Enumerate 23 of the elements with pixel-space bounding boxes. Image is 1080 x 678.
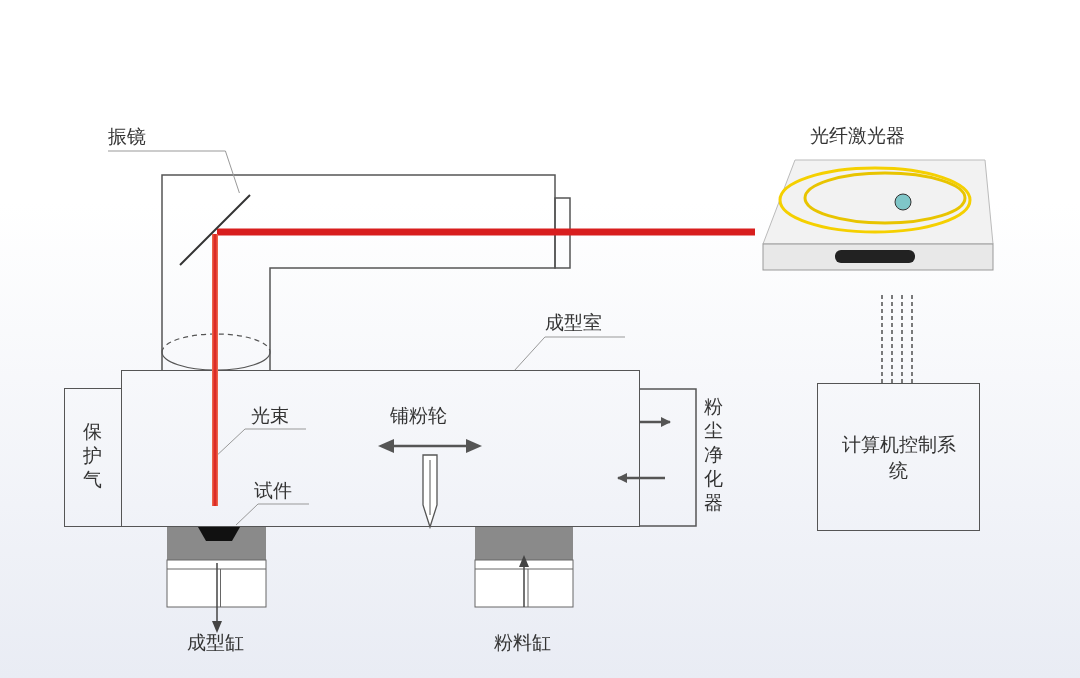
leader-line <box>107 150 240 194</box>
part-label: 光束 <box>251 402 289 428</box>
leader-line <box>235 503 310 526</box>
build-chamber <box>121 370 640 527</box>
part-label: 试件 <box>254 477 292 503</box>
workpiece <box>196 525 242 542</box>
part-label: 光纤激光器 <box>810 123 905 148</box>
part-label: 粉尘净化器 <box>704 394 724 514</box>
leader-line <box>217 428 307 455</box>
part-label: 保护气 <box>83 419 103 491</box>
part-label: 粉料缸 <box>494 630 551 655</box>
airflow-arrow <box>640 417 671 427</box>
part-label: 振镜 <box>108 123 146 149</box>
leader-line <box>514 336 626 371</box>
box-text: 计算机控制系统 <box>840 432 957 483</box>
control-box <box>817 383 980 531</box>
part-label: 成型室 <box>545 309 602 335</box>
laser-beam <box>212 234 218 506</box>
part-label: 成型缸 <box>186 630 244 655</box>
mirror <box>178 193 252 267</box>
part-label: 铺粉轮 <box>390 403 447 428</box>
gas-inlet-box <box>64 388 121 527</box>
airflow-arrow <box>617 473 665 483</box>
